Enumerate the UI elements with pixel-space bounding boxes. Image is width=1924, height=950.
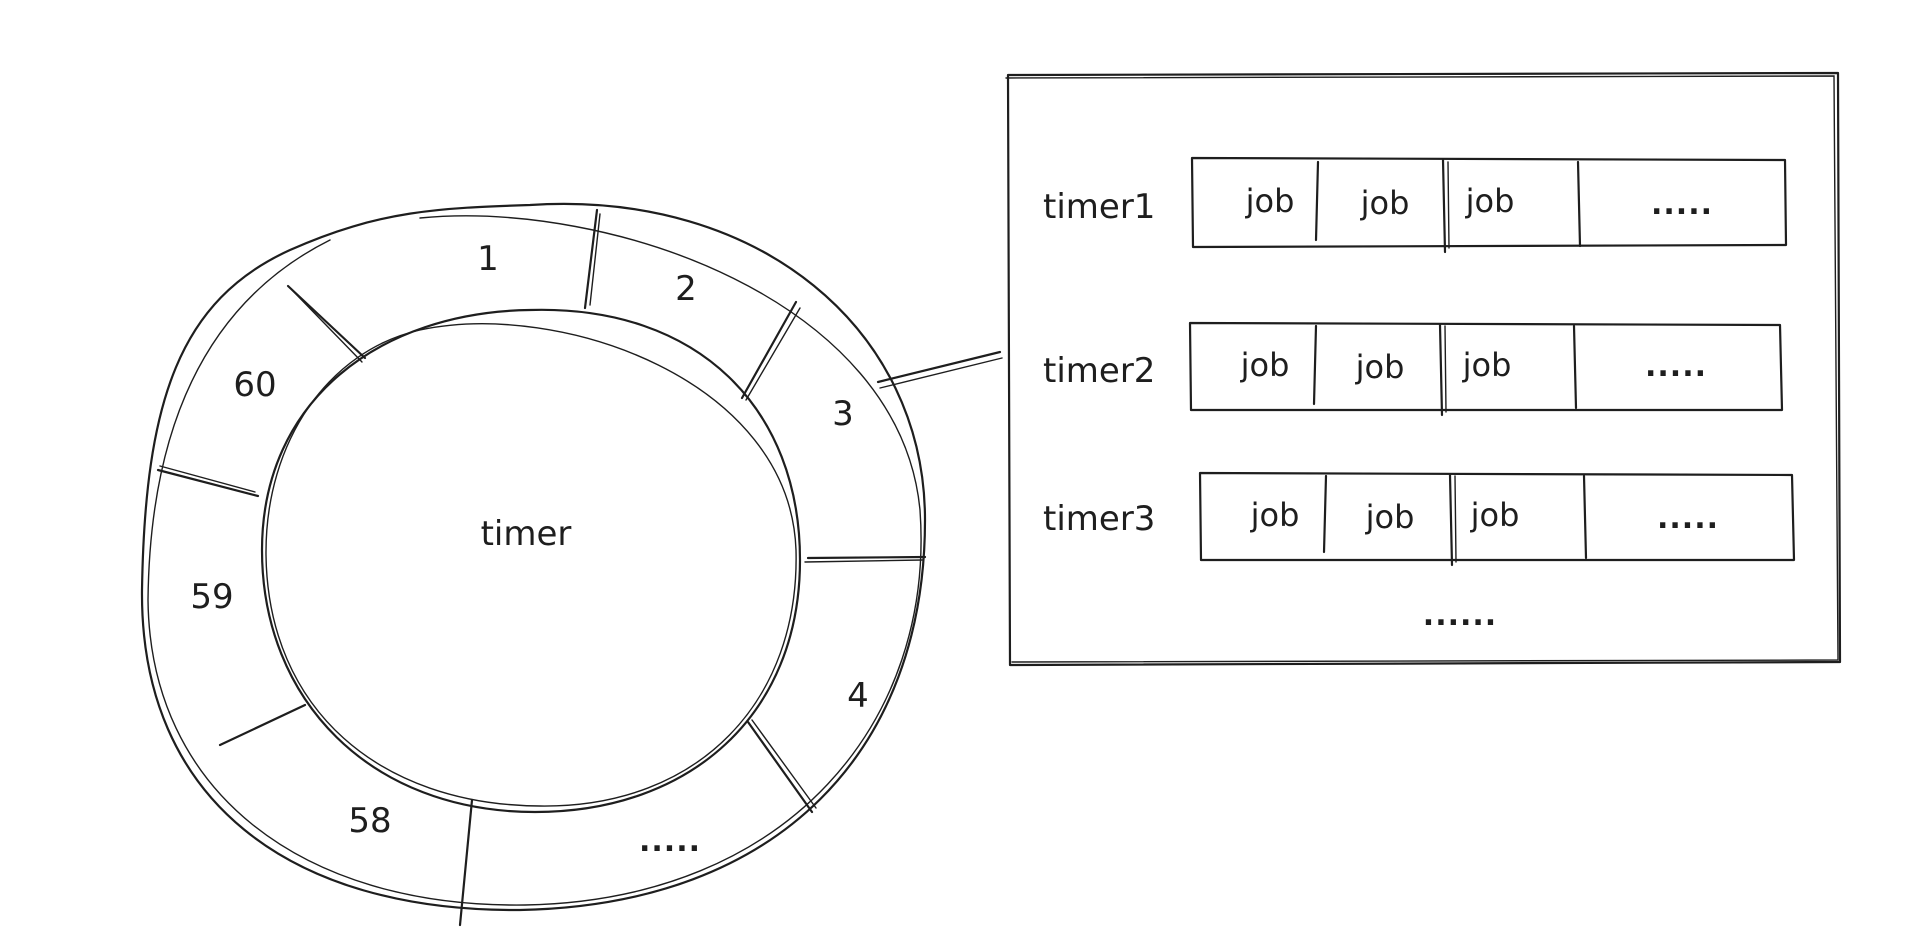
wheel-slot-label-58: 58: [348, 801, 391, 841]
timer-row-2: timer2 job job job .....: [1043, 321, 1784, 417]
job-list-more: .....: [1651, 187, 1713, 222]
job-cell-label: job: [1470, 496, 1520, 534]
timer-row-name: timer3: [1043, 499, 1155, 539]
job-list-box: [1198, 471, 1796, 562]
wheel-outer-ring-sketch: [147, 215, 922, 906]
timer-row-3: timer3 job job job .....: [1043, 471, 1796, 567]
timer-row-1: timer1 job job job .....: [1043, 156, 1788, 254]
job-list-more: .....: [1645, 349, 1707, 384]
wheel-slot-label-1: 1: [477, 239, 499, 279]
job-cell-label: job: [1465, 182, 1515, 220]
job-list-box: [1190, 156, 1788, 249]
job-cell-label: job: [1462, 346, 1512, 384]
timer-detail-panel: timer1 job job job ..... timer2 job job …: [1005, 71, 1842, 667]
wheel-slot-label-more: .....: [639, 824, 701, 859]
wheel-slot-label-2: 2: [675, 269, 697, 309]
job-cell-label: job: [1250, 496, 1300, 534]
wheel-slot-dividers: [156, 208, 927, 927]
job-list-more: .....: [1657, 501, 1719, 536]
timer-rows-more: ......: [1423, 598, 1497, 633]
job-cell-label: job: [1355, 348, 1405, 386]
wheel-slot-label-59: 59: [190, 577, 233, 617]
job-cell-label: job: [1360, 184, 1410, 222]
connector-line: [876, 350, 1003, 389]
wheel-inner-circle: [260, 308, 802, 814]
wheel-inner-circle-sketch: [265, 323, 797, 807]
wheel-center-label: timer: [481, 514, 572, 554]
wheel-slot-label-60: 60: [233, 365, 276, 405]
timer-row-name: timer2: [1043, 351, 1155, 391]
job-cell-label: job: [1240, 346, 1290, 384]
wheel-slot-label-3: 3: [832, 394, 854, 434]
job-cell-label: job: [1245, 182, 1295, 220]
job-cell-label: job: [1365, 498, 1415, 536]
wheel-outer-ring: [140, 202, 927, 912]
wheel-slot-label-4: 4: [847, 676, 869, 716]
timer-row-name: timer1: [1043, 187, 1155, 227]
timing-wheel: 1 2 3 4 ..... 58 59 60 timer: [140, 202, 927, 927]
job-list-box: [1188, 321, 1784, 412]
